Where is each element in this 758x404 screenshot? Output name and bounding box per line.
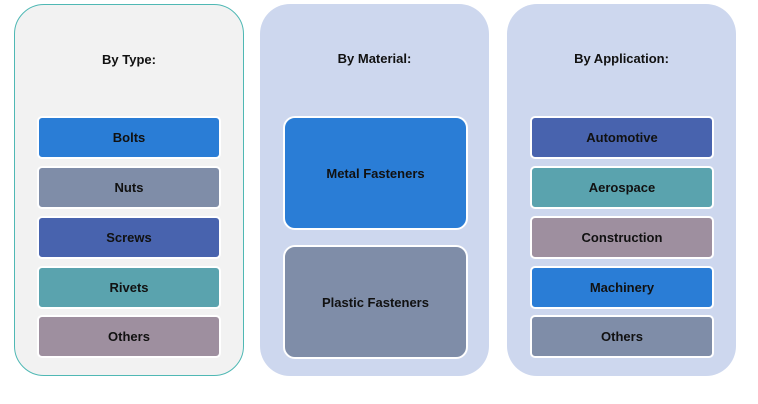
type-item-rivets: Rivets [37,266,221,309]
application-item-others: Others [530,315,714,358]
application-item-aerospace: Aerospace [530,166,714,209]
type-item-others: Others [37,315,221,358]
panel-title-material: By Material: [337,51,412,66]
material-item-metal: Metal Fasteners [283,116,468,230]
material-item-plastic: Plastic Fasteners [283,245,468,359]
type-item-bolts: Bolts [37,116,221,159]
type-item-nuts: Nuts [37,166,221,209]
application-item-automotive: Automotive [530,116,714,159]
panel-title-type: By Type: [102,52,156,67]
application-item-construction: Construction [530,216,714,259]
panel-title-application: By Application: [574,51,669,66]
application-item-machinery: Machinery [530,266,714,309]
type-item-screws: Screws [37,216,221,259]
